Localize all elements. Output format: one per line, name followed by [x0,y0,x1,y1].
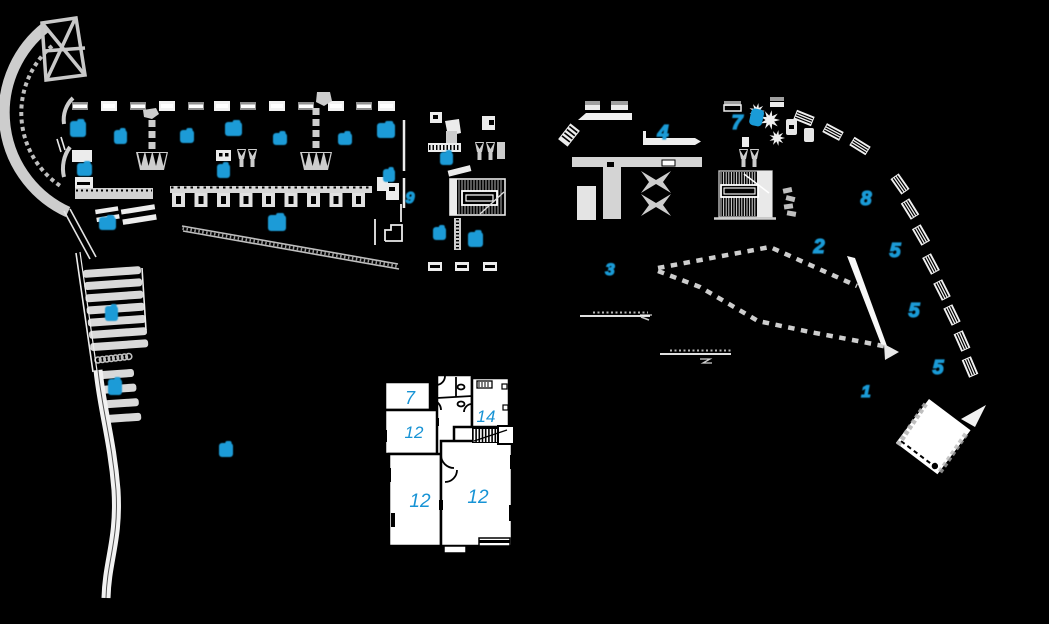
svg-text:4: 4 [656,122,668,144]
svg-text:14: 14 [477,407,496,426]
svg-text:2: 2 [812,236,824,258]
svg-text:12: 12 [405,423,424,442]
svg-text:12: 12 [467,487,489,508]
svg-text:9: 9 [406,190,415,207]
svg-text:3: 3 [605,260,615,279]
svg-text:5: 5 [908,300,920,322]
svg-text:5: 5 [932,357,944,379]
svg-text:12: 12 [409,491,431,512]
svg-text:5: 5 [889,240,901,262]
svg-text:1: 1 [861,382,870,401]
svg-text:7: 7 [405,388,416,408]
svg-text:8: 8 [860,188,872,210]
svg-text:7: 7 [731,112,743,134]
